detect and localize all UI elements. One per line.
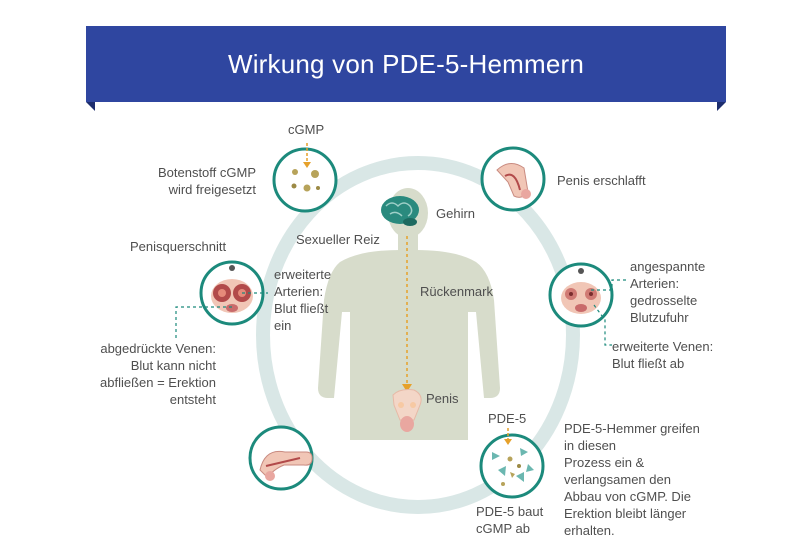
label-pde5-baut: PDE-5 baut cGMP ab xyxy=(476,503,543,537)
label-erweiterte-venen: erweiterte Venen: Blut fließt ab xyxy=(612,338,713,372)
circle-cgmp-release xyxy=(272,143,338,213)
label-line: angespannte xyxy=(630,259,706,274)
label-penis-erschlafft: Penis erschlafft xyxy=(557,173,646,188)
label-line: in diesen xyxy=(564,438,617,453)
circle-penis-erect xyxy=(248,425,314,491)
label-rueckenmark: Rückenmark xyxy=(420,284,493,299)
page-title: Wirkung von PDE-5-Hemmern xyxy=(227,48,585,79)
angespannte-pointer-line xyxy=(591,279,626,291)
label-line: Prozess ein & xyxy=(564,455,645,470)
label-line: wird freigesetzt xyxy=(168,182,256,197)
label-pde5-hemmer: PDE-5-Hemmer greifen in diesen Prozess e… xyxy=(564,420,700,539)
label-line: PDE-5 baut xyxy=(476,504,544,519)
label-pde5: PDE-5 xyxy=(488,411,527,426)
venen-pointer-line xyxy=(175,306,232,340)
circle-cross-section-erect xyxy=(199,260,265,326)
label-line: Erektion bleibt länger xyxy=(564,506,687,521)
banner-fold-right xyxy=(717,102,726,111)
label-line: Arterien: xyxy=(630,276,680,291)
brain-icon xyxy=(381,196,419,226)
label-line: erweiterte xyxy=(274,267,332,282)
label-line: verlangsamen den xyxy=(564,472,671,487)
pelvis-icon xyxy=(392,389,422,432)
label-line: entsteht xyxy=(169,392,216,407)
label-line: Blut fließt ab xyxy=(612,356,685,371)
label-line: erweiterte Venen: xyxy=(612,339,714,354)
label-cgmp: cGMP xyxy=(288,122,325,137)
label-penisquerschnitt: Penisquerschnitt xyxy=(130,239,227,254)
label-line: ein xyxy=(274,318,292,333)
cycle-ring xyxy=(256,156,580,514)
label-angespannte-arterien: angespannte Arterien: gedrosselte Blutzu… xyxy=(630,258,705,326)
label-line: Arterien: xyxy=(274,284,324,299)
label-gehirn: Gehirn xyxy=(436,206,476,221)
label-line: Blut fließt xyxy=(274,301,329,316)
circle-penis-flaccid xyxy=(480,146,546,212)
label-abgedrueckte-venen: abgedrückte Venen: Blut kann nicht abfli… xyxy=(76,340,216,408)
signal-arrowhead xyxy=(402,384,412,392)
circle-pde5 xyxy=(479,428,545,499)
label-line: erhalten. xyxy=(564,523,615,538)
label-line: abfließen = Erektion xyxy=(100,375,216,390)
label-line: abgedrückte Venen: xyxy=(100,341,216,356)
label-sexueller-reiz: Sexueller Reiz xyxy=(296,232,380,247)
label-penis: Penis xyxy=(426,391,459,406)
label-line: Botenstoff cGMP xyxy=(157,165,256,180)
label-line: Abbau von cGMP. Die xyxy=(564,489,691,504)
label-line: Blut kann nicht xyxy=(130,358,216,373)
label-line: PDE-5-Hemmer greifen xyxy=(564,421,700,436)
label-line: gedrosselte xyxy=(630,293,698,308)
title-banner: Wirkung von PDE-5-Hemmern xyxy=(86,26,726,111)
banner-fold-left xyxy=(86,102,95,111)
label-erweiterte-arterien: erweiterte Arterien: Blut fließt ein xyxy=(274,266,331,334)
label-line: cGMP ab xyxy=(476,521,530,536)
label-botenstoff: Botenstoff cGMP wird freigesetzt xyxy=(138,164,256,198)
venen-ab-pointer-line xyxy=(593,304,612,346)
label-line: Blutzufuhr xyxy=(630,310,689,325)
